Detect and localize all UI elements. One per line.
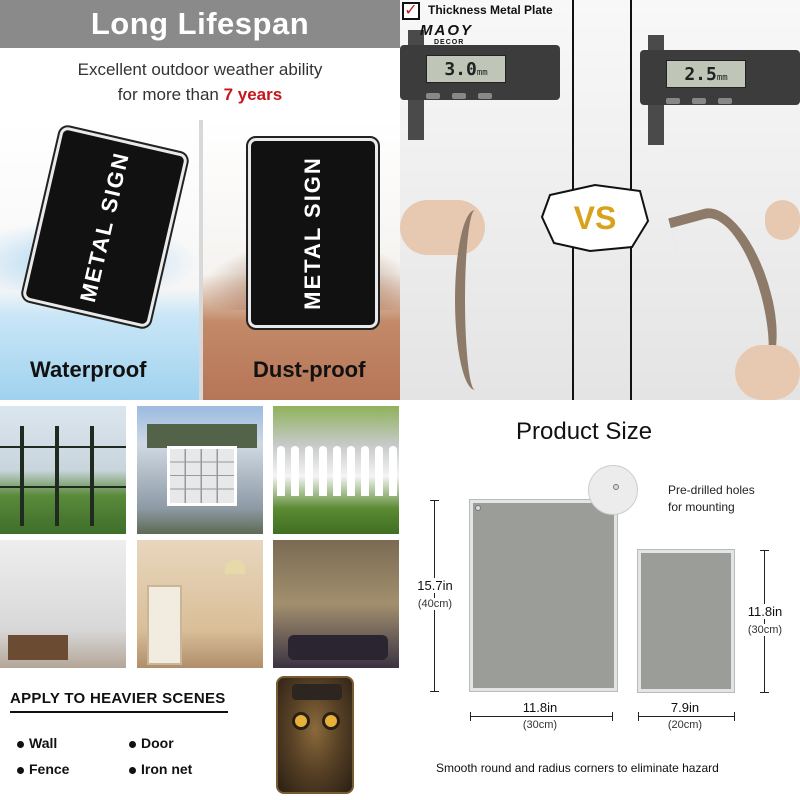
holes-label-line2: for mounting: [668, 500, 735, 514]
scene-item-door: Door: [141, 735, 174, 751]
caliper-left: 3.0mm: [400, 45, 560, 100]
brand-logo-sub: DECOR: [434, 39, 465, 46]
small-width-cm: (20cm): [667, 719, 703, 731]
scene-item-wall: Wall: [29, 735, 58, 751]
bullet-icon: [129, 741, 136, 748]
thickness-title: Thickness Metal Plate: [428, 3, 553, 17]
hole-magnifier: [588, 465, 638, 515]
bullet-icon: [129, 767, 136, 774]
hand-right-bottom: [735, 345, 800, 400]
living-room-photo: [273, 540, 399, 668]
sign-text-right: METAL SIGN: [300, 156, 325, 310]
caliper-display-right: 2.5mm: [666, 60, 746, 88]
panel-divider: [199, 120, 203, 400]
scenes-heading: APPLY TO HEAVIER SCENES: [10, 690, 226, 707]
waterproof-label: Waterproof: [30, 357, 147, 382]
small-width-label: 7.9in: [660, 700, 710, 715]
bullet-icon: [17, 767, 24, 774]
vs-text: VS: [573, 200, 617, 236]
small-width-line: [638, 716, 734, 717]
checkbox-icon: ✓: [402, 2, 420, 20]
garage-door-photo: [137, 406, 263, 534]
big-height-line: [434, 500, 435, 691]
caliper-display-left: 3.0mm: [426, 55, 506, 83]
scene-item-iron-net: Iron net: [141, 761, 193, 777]
metal-sign-dustproof: METAL SIGN: [246, 136, 380, 330]
hole-icon: [475, 505, 481, 511]
caliper-buttons-right: [666, 91, 776, 104]
large-plate: [469, 499, 618, 692]
lifespan-subtitle-line1: Excellent outdoor weather ability: [77, 60, 323, 79]
lifespan-subtitle-prefix: for more than: [117, 85, 224, 104]
vs-badge: VS: [540, 183, 650, 253]
reading-left: 3.0: [444, 59, 477, 80]
scenes-heading-underline: [10, 711, 228, 713]
hand-right-top: [765, 200, 800, 240]
lifespan-subtitle-line2: for more than 7 years: [0, 85, 400, 105]
small-height-label: 11.8in: [740, 604, 790, 619]
caliper-buttons-left: [426, 86, 536, 99]
lifespan-title: Long Lifespan: [0, 0, 400, 48]
fence-photo: [0, 406, 126, 534]
big-height-label: 15.7in: [410, 578, 460, 593]
lifespan-panel: Long Lifespan Excellent outdoor weather …: [0, 0, 400, 400]
brand-logo: MAOY: [420, 22, 473, 39]
hallway-photo: [137, 540, 263, 668]
vs-burst-icon: [540, 183, 650, 253]
unit-right: mm: [716, 73, 728, 83]
reading-right: 2.5: [684, 64, 717, 85]
small-plate: [637, 549, 735, 693]
caliper-right: 2.5mm: [640, 50, 800, 105]
scene-item-fence: Fence: [29, 761, 70, 777]
product-size-title: Product Size: [516, 418, 653, 445]
unit-left: mm: [476, 68, 488, 78]
lifespan-years-highlight: 7 years: [223, 85, 283, 104]
bent-plate-left: [455, 210, 495, 390]
corners-note: Smooth round and radius corners to elimi…: [436, 761, 719, 775]
thickness-panel: 3.0mm 2.5mm ✓ Thickness Metal Plate MAOY…: [400, 0, 800, 400]
dustproof-label: Dust-proof: [253, 357, 366, 382]
small-height-cm: (30cm): [740, 624, 790, 636]
sign-text-left: METAL SIGN: [75, 149, 134, 305]
interior-wall-photo: [0, 540, 126, 668]
owl-sign-image: [276, 676, 354, 794]
holes-label-line1: Pre-drilled holes: [668, 483, 755, 497]
big-width-line: [470, 716, 612, 717]
scenes-panel: [0, 400, 400, 800]
picket-fence-photo: [273, 406, 399, 534]
big-width-cm: (30cm): [522, 719, 558, 731]
small-height-line: [764, 550, 765, 692]
bullet-icon: [17, 741, 24, 748]
big-height-cm: (40cm): [410, 598, 460, 610]
big-width-label: 11.8in: [510, 700, 570, 715]
hole-icon: [613, 484, 619, 490]
